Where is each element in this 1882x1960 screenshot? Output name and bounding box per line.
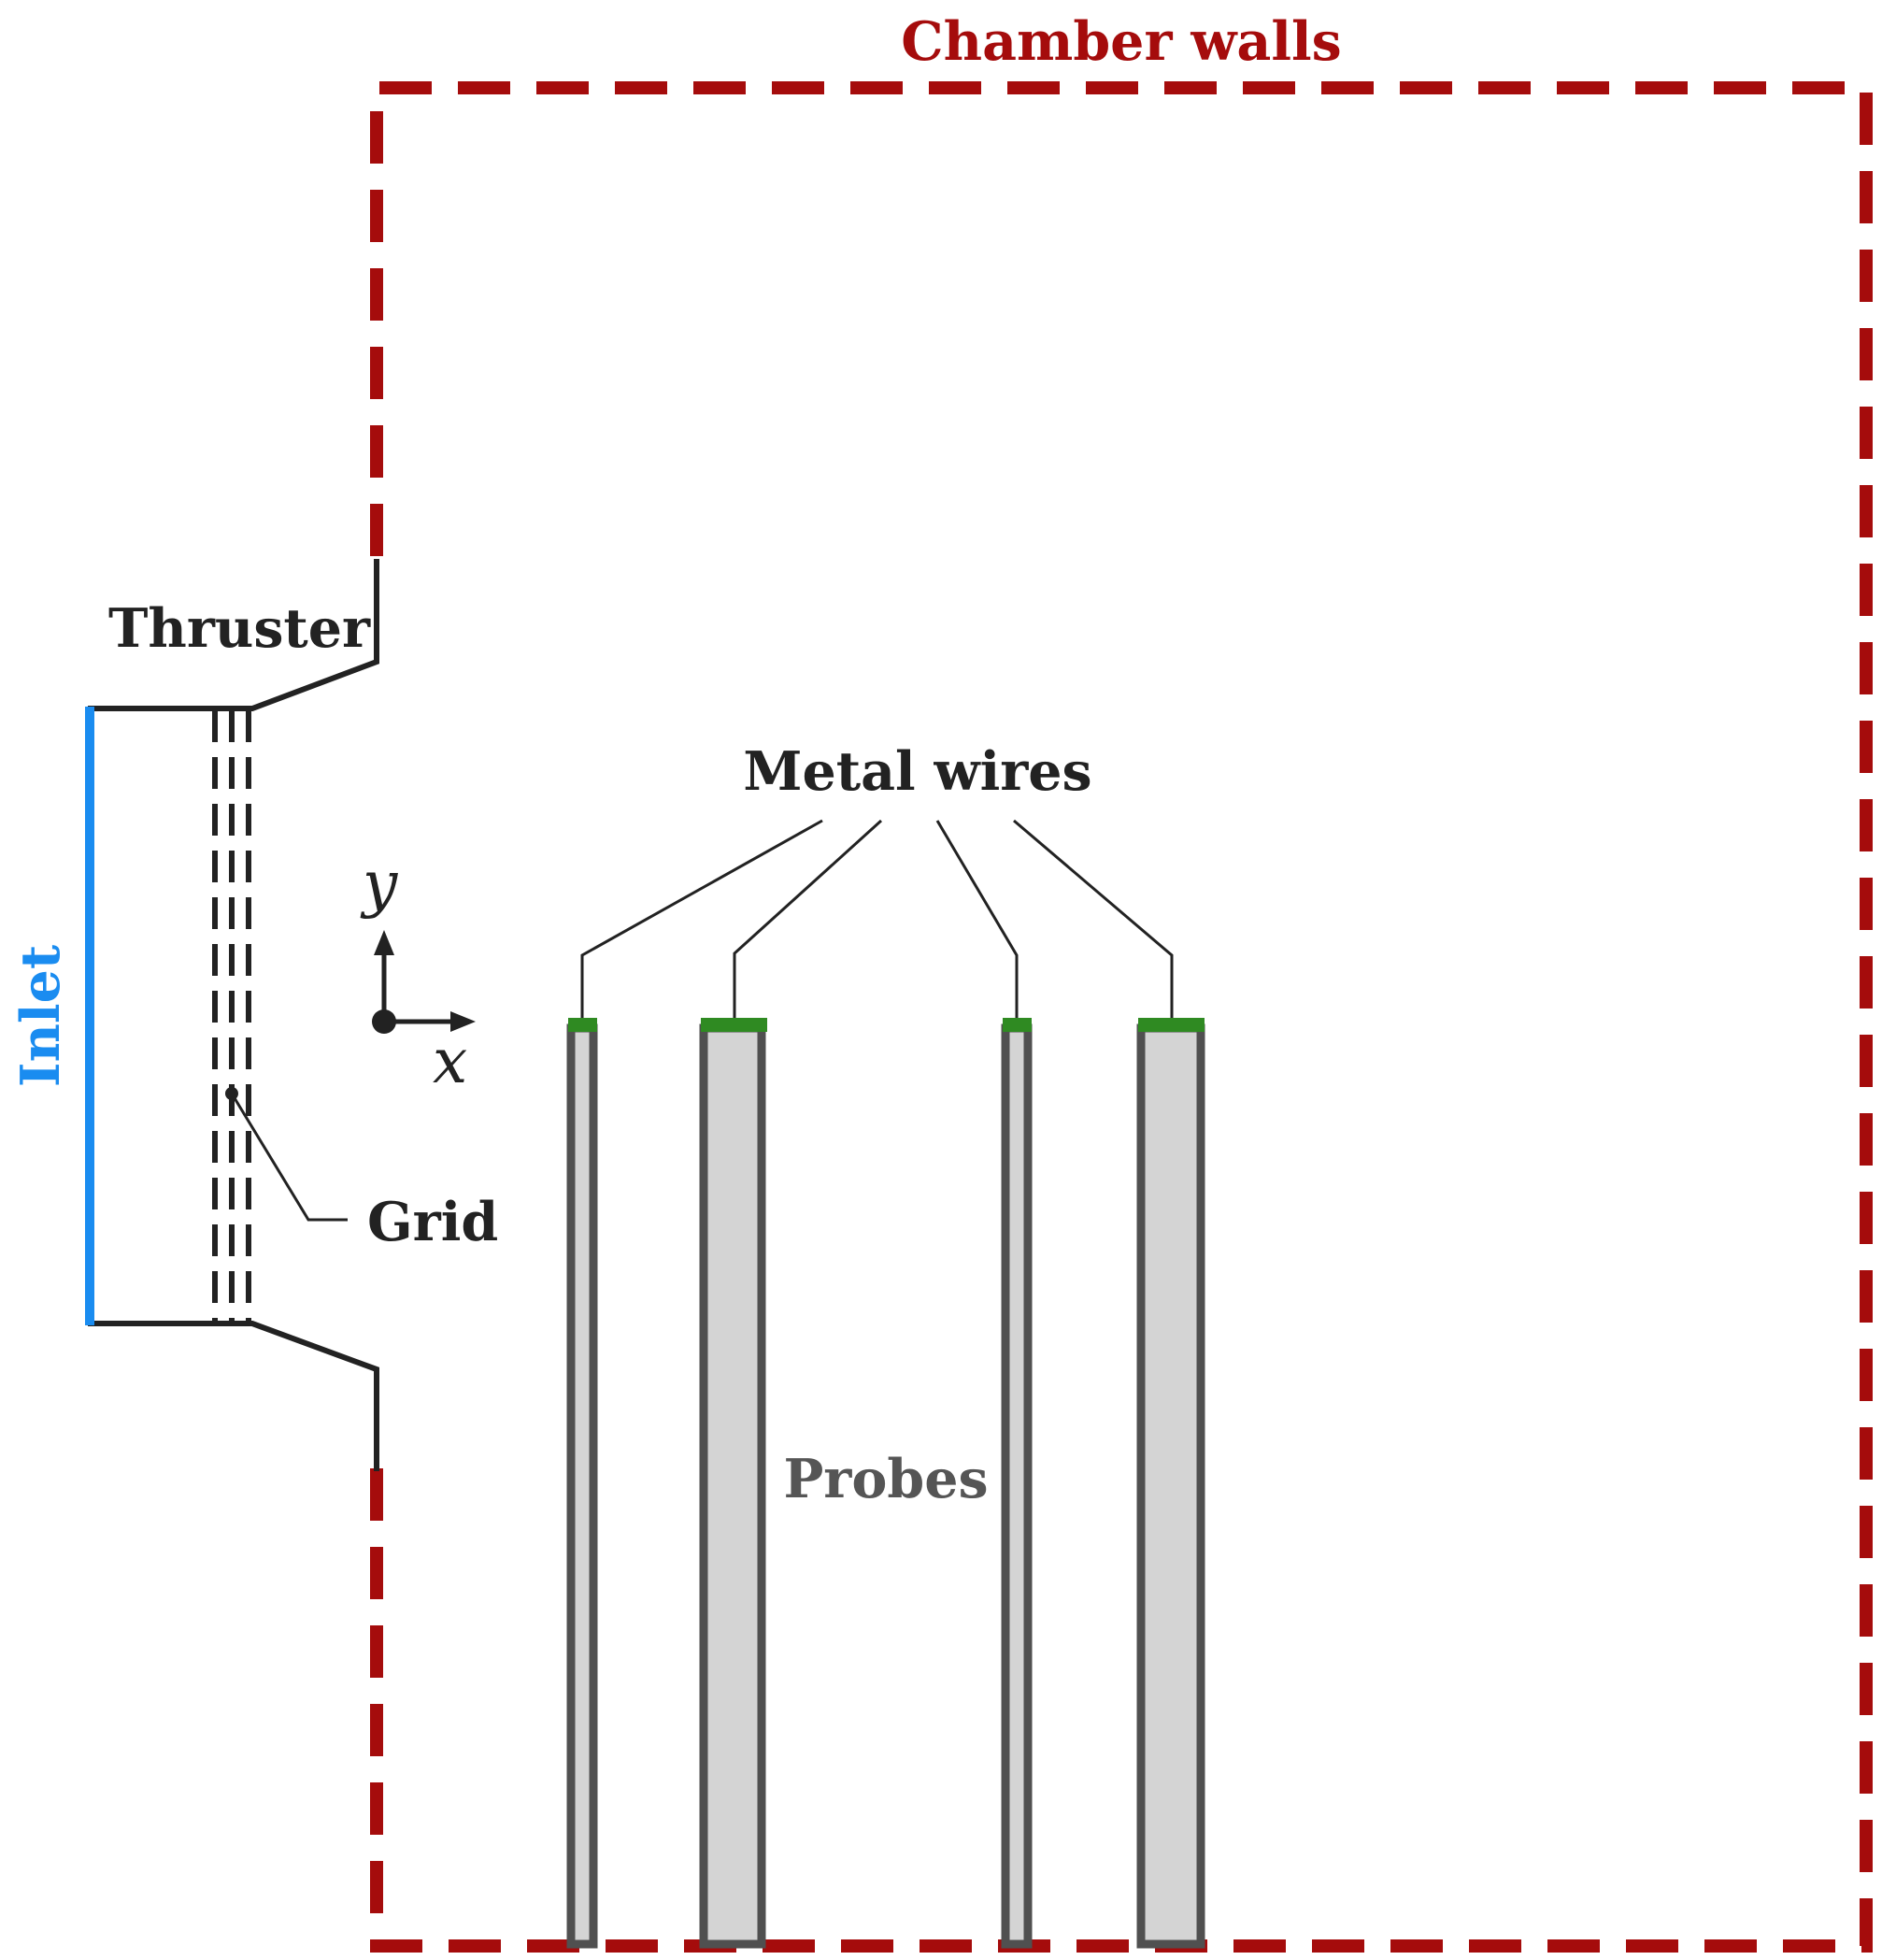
probe-1-metal-wire xyxy=(568,1018,597,1032)
x-axis-label: x xyxy=(433,1025,467,1097)
thruster-upper-wall xyxy=(88,559,379,711)
thruster-label: Thruster xyxy=(108,597,371,660)
chamber-walls-label: Chamber walls xyxy=(901,10,1341,73)
probe-4-body xyxy=(1136,1023,1205,1949)
y-axis-label: y xyxy=(360,848,398,920)
chamber-wall-top-and-right xyxy=(370,81,1873,1953)
thruster-body xyxy=(88,559,379,1471)
axes-origin-dot xyxy=(372,1009,396,1034)
wire-leader-4 xyxy=(1013,819,1174,1018)
probe-4 xyxy=(1136,1018,1205,1949)
y-axis-arrowhead xyxy=(374,930,394,955)
probes xyxy=(566,1018,1205,1949)
probe-2-metal-wire xyxy=(701,1018,767,1032)
probe-4-metal-wire xyxy=(1138,1018,1205,1032)
grid-leader-line xyxy=(230,1093,348,1222)
probe-3-metal-wire xyxy=(1003,1018,1032,1032)
inlet-label: Inlet xyxy=(9,944,72,1087)
metal-wires-leaders xyxy=(580,819,1174,1018)
grid-label: Grid xyxy=(367,1191,498,1253)
coordinate-axes xyxy=(381,947,456,1024)
grid xyxy=(212,710,251,1322)
probe-2 xyxy=(699,1018,767,1949)
probe-3-body xyxy=(1001,1023,1033,1949)
wire-leader-1 xyxy=(580,819,823,1018)
wire-leader-2 xyxy=(733,819,883,1018)
x-axis-arrowhead xyxy=(450,1011,476,1032)
chamber-walls xyxy=(370,81,1873,1953)
metal-wires-label: Metal wires xyxy=(743,740,1091,803)
probe-1-body xyxy=(566,1023,598,1949)
probes-label: Probes xyxy=(783,1448,988,1510)
probe-1 xyxy=(566,1018,598,1949)
thruster-lower-wall xyxy=(88,1321,379,1471)
probe-2-body xyxy=(699,1023,766,1949)
probe-3 xyxy=(1001,1018,1033,1949)
wire-leader-3 xyxy=(935,820,1019,1018)
